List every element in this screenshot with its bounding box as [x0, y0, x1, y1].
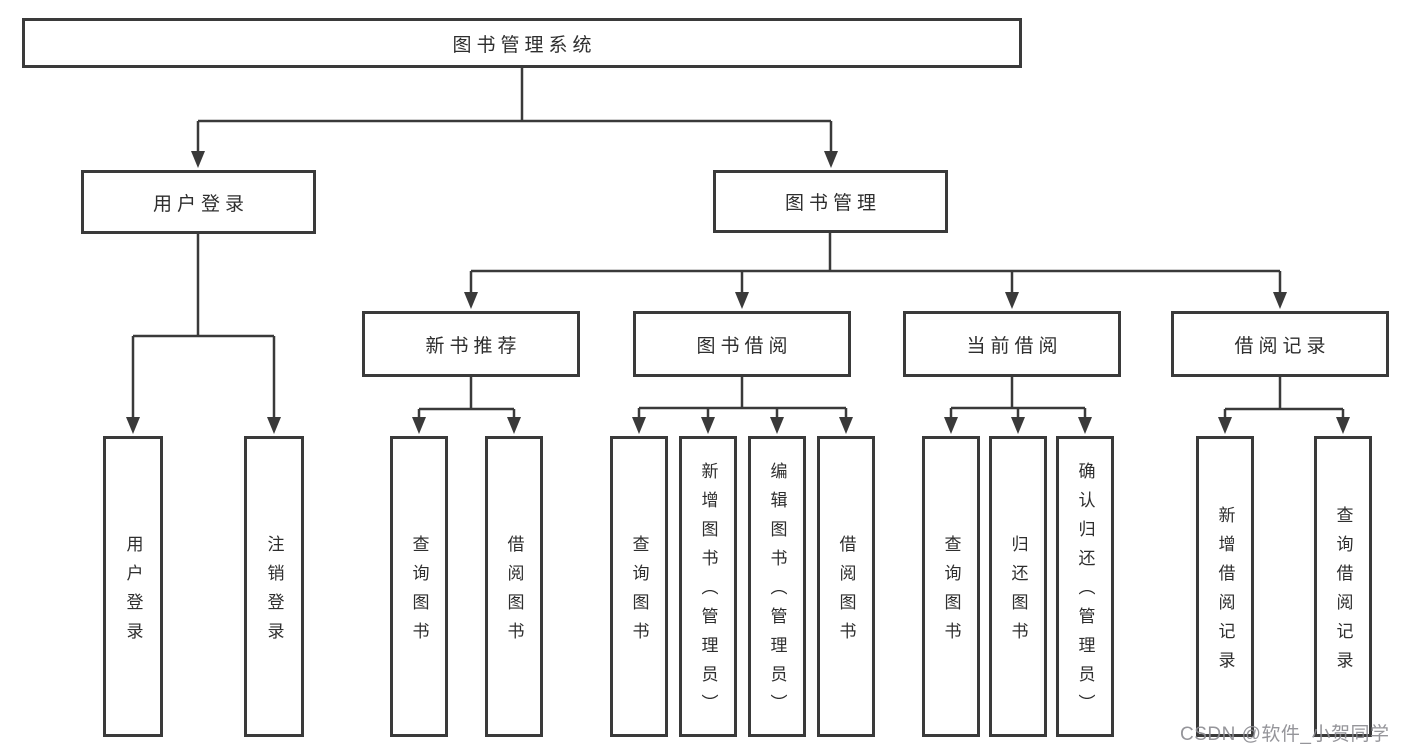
leaf-current-return-books: 归还图书: [989, 436, 1047, 737]
node-root: 图书管理系统: [22, 18, 1022, 68]
leaf-borrow-query-books-label: 查询图书: [629, 534, 649, 651]
node-current-borrow-label: 当前借阅: [966, 335, 1063, 357]
leaf-logout: 注销登录: [244, 436, 304, 737]
node-book-borrow: 图书借阅: [633, 311, 851, 377]
leaf-current-query-books: 查询图书: [922, 436, 980, 737]
leaf-user-login: 用户登录: [103, 436, 163, 737]
node-user-login-label: 用户登录: [152, 193, 249, 215]
leaf-borrow-add-books-label: 新增图书（管理员）: [698, 462, 718, 723]
node-current-borrow: 当前借阅: [903, 311, 1121, 377]
leaf-current-confirm-return-label: 确认归还（管理员）: [1075, 462, 1095, 723]
node-new-book-recommend: 新书推荐: [362, 311, 580, 377]
node-borrow-records-label: 借阅记录: [1234, 335, 1331, 357]
csdn-watermark: CSDN @软件_小贺同学: [1180, 724, 1390, 745]
node-book-borrow-label: 图书借阅: [696, 335, 793, 357]
node-book-management-label: 图书管理: [784, 193, 881, 214]
leaf-borrow-add-books: 新增图书（管理员）: [679, 436, 737, 737]
leaf-borrow-edit-books: 编辑图书（管理员）: [748, 436, 806, 737]
leaf-records-query-record-label: 查询借阅记录: [1333, 505, 1353, 680]
leaf-logout-label: 注销登录: [264, 534, 284, 651]
node-new-book-recommend-label: 新书推荐: [425, 335, 522, 357]
leaf-records-add-record: 新增借阅记录: [1196, 436, 1254, 737]
leaf-recommend-borrow-books-label: 借阅图书: [504, 534, 524, 651]
leaf-borrow-borrow-books-label: 借阅图书: [836, 534, 856, 651]
leaf-current-confirm-return: 确认归还（管理员）: [1056, 436, 1114, 737]
leaf-current-return-books-label: 归还图书: [1008, 534, 1028, 651]
leaf-borrow-borrow-books: 借阅图书: [817, 436, 875, 737]
leaf-borrow-edit-books-label: 编辑图书（管理员）: [767, 462, 787, 723]
leaf-recommend-query-books-label: 查询图书: [409, 534, 429, 651]
node-user-login: 用户登录: [81, 170, 316, 234]
leaf-records-query-record: 查询借阅记录: [1314, 436, 1372, 737]
leaf-user-login-label: 用户登录: [123, 534, 143, 651]
leaf-recommend-borrow-books: 借阅图书: [485, 436, 543, 737]
leaf-borrow-query-books: 查询图书: [610, 436, 668, 737]
node-borrow-records: 借阅记录: [1171, 311, 1389, 377]
node-book-management: 图书管理: [713, 170, 948, 233]
leaf-records-add-record-label: 新增借阅记录: [1215, 505, 1235, 680]
leaf-current-query-books-label: 查询图书: [941, 534, 961, 651]
node-root-label: 图书管理系统: [452, 34, 597, 56]
leaf-recommend-query-books: 查询图书: [390, 436, 448, 737]
